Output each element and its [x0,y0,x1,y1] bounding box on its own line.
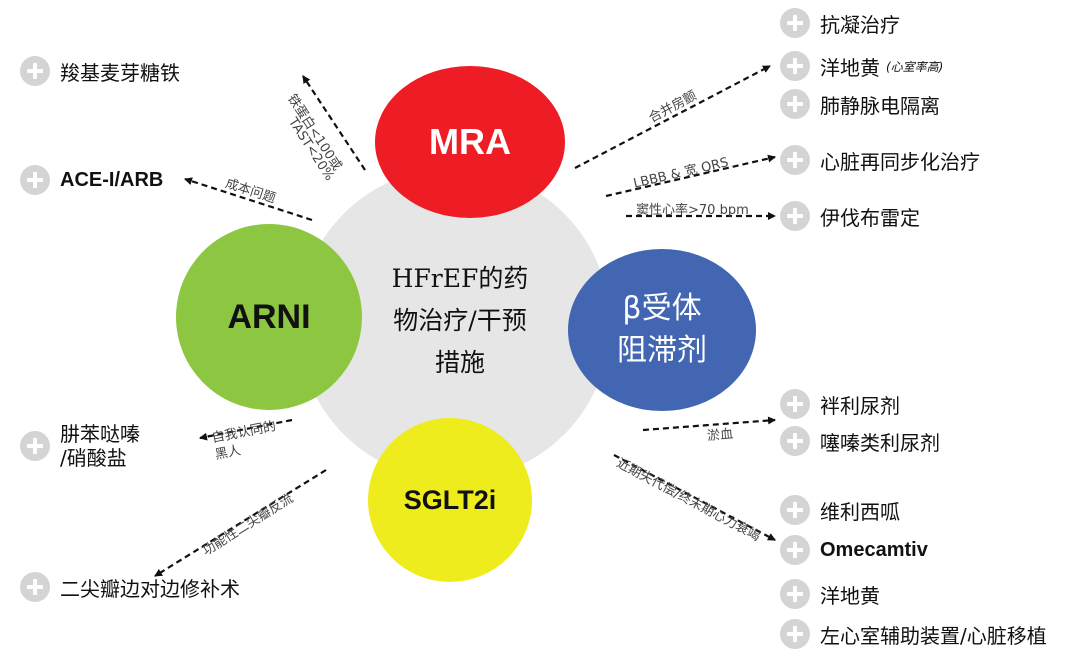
item-label: 袢利尿剂 [820,393,900,418]
node-beta-blocker: β受体 阻滞剂 [568,249,756,411]
item-label-line1: 肼苯哒嗪 [60,422,140,446]
plus-icon [780,145,810,175]
node-mra: MRA [375,66,565,218]
arrow-crt [605,154,776,198]
item-label: 羧基麦芽糖铁 [60,60,180,85]
plus-icon [780,495,810,525]
item-anticoagulation: 抗凝治疗 [780,8,900,38]
item-label: 左心室辅助装置/心脏移植 [820,623,1047,648]
item-loop-diuretic: 袢利尿剂 [780,389,900,419]
node-beta-label-line2: 阻滞剂 [617,333,707,368]
arrow-ace-arb [184,177,313,222]
item-label: ACE-I/ARB [60,168,164,191]
item-pv-isolation: 肺静脉电隔离 [780,89,940,119]
plus-icon [780,389,810,419]
plus-icon [780,619,810,649]
center-label-line: 措施 [434,348,485,377]
item-digoxin: 洋地黄 [780,579,880,609]
arrow-worsening [613,454,776,541]
note-congestion: 淤血 [706,426,734,445]
arrow-af [574,65,771,169]
plus-icon [20,572,50,602]
plus-icon [780,201,810,231]
item-mitral-repair: 二尖瓣边对边修补术 [20,572,240,602]
item-label: 洋地黄 [820,583,880,608]
item-vericiguat: 维利西呱 [780,495,900,525]
item-label: 洋地黄 [820,55,880,80]
plus-icon [20,56,50,86]
item-crt: 心脏再同步化治疗 [780,145,980,175]
item-digoxin-af: 洋地黄 (心室率高) [780,51,943,81]
center-label-line: 物治疗/干预 [393,306,527,335]
node-sglt2i: SGLT2i [368,418,532,582]
plus-icon [780,8,810,38]
item-label: 抗凝治疗 [820,12,900,37]
item-thiazide: 噻嗪类利尿剂 [780,426,940,456]
arrow-hydralazine [199,418,293,441]
arrow-diuretic [642,416,776,432]
plus-icon [780,535,810,565]
item-carboxymaltose: 羧基麦芽糖铁 [20,56,180,86]
note-heart-rate: 窦性心率>70 bpm [636,203,749,218]
item-sublabel: (心室率高) [886,59,944,74]
node-arni: ARNI [176,224,362,410]
arrow-iron [302,75,366,171]
center-label: HFrEF的药 物治疗/干预 措施 [360,258,560,384]
node-sglt2i-label: SGLT2i [403,484,497,515]
item-label: 维利西呱 [820,499,900,524]
plus-icon [780,426,810,456]
plus-icon [20,431,50,461]
item-hydralazine: 肼苯哒嗪 /硝酸盐 [20,422,140,470]
item-label: 心脏再同步化治疗 [820,149,980,174]
plus-icon [780,579,810,609]
item-lvad-transplant: 左心室辅助装置/心脏移植 [780,619,1047,649]
center-label-line: HFrEF的药 [391,264,529,293]
node-arni-label: ARNI [227,297,311,336]
item-label: 二尖瓣边对边修补术 [60,576,240,601]
item-label-line2: /硝酸盐 [60,446,127,470]
plus-icon [780,51,810,81]
node-beta-label-line1: β受体 [622,291,702,326]
plus-icon [20,165,50,195]
item-label: Omecamtiv [820,538,928,561]
item-omecamtiv: Omecamtiv [780,535,928,565]
plus-icon [780,89,810,119]
arrow-mitral [154,469,327,577]
item-ivabradine: 伊伐布雷定 [780,201,920,231]
item-label: 肺静脉电隔离 [820,93,940,118]
node-mra-label: MRA [429,121,511,162]
item-label: 伊伐布雷定 [820,205,920,230]
item-label: 噻嗪类利尿剂 [820,430,940,455]
item-label: 肼苯哒嗪 /硝酸盐 [60,422,140,470]
item-ace-arb: ACE-I/ARB [20,165,163,195]
